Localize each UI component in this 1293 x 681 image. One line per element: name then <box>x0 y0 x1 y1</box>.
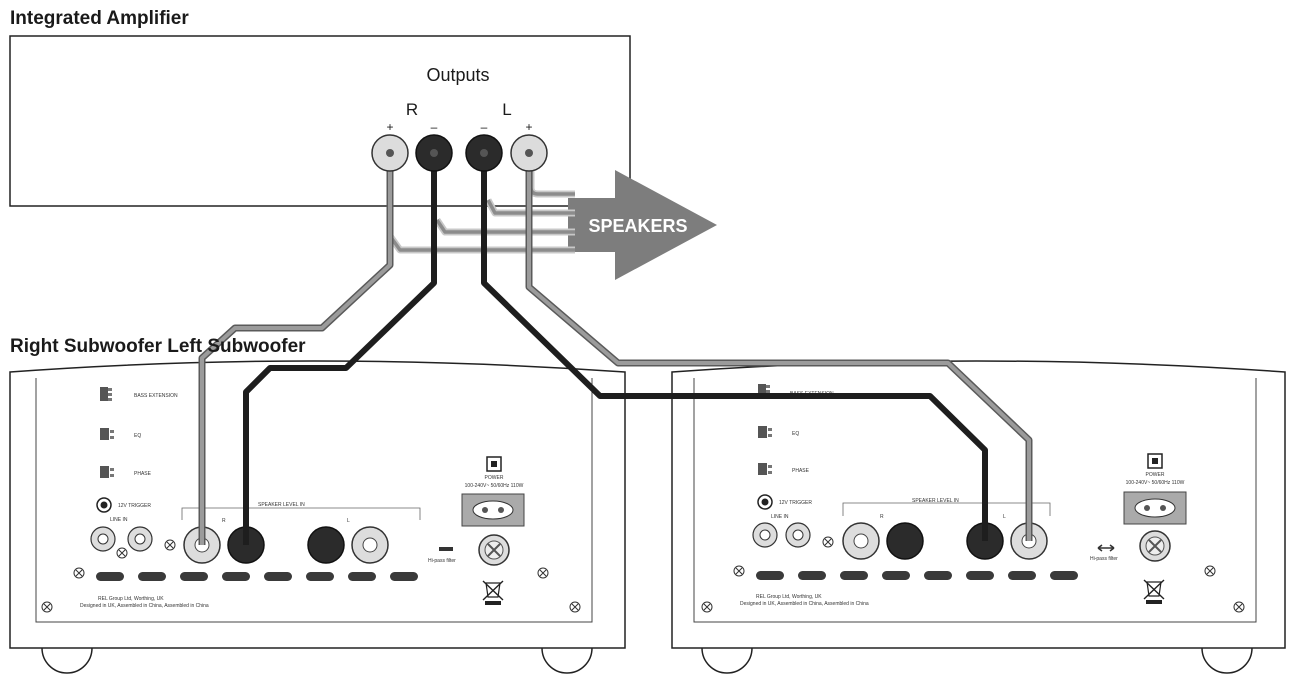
amp-plus-l-sign: + <box>525 120 532 134</box>
amp-minus-l-sign: – <box>481 120 488 134</box>
right-sub-minus-l-terminal <box>307 526 345 564</box>
outputs-label: Outputs <box>426 65 489 85</box>
designed-label: Designed in UK, Assembled in China, Asse… <box>740 601 869 607</box>
terminal-l-label: L <box>1003 514 1006 520</box>
left-sub-panel: BASS EXTENSION EQ PHASE 12V TRIGGER LINE… <box>701 384 1245 613</box>
phase-label: PHASE <box>792 468 810 474</box>
terminal-r-label: R <box>222 518 226 524</box>
bass-extension-switch <box>100 387 108 401</box>
vent-slots <box>756 571 1078 580</box>
amp-plus-r-sign: + <box>386 120 393 134</box>
speakers-label: SPEAKERS <box>588 216 687 236</box>
wire-l-minus-to-left-sub <box>481 155 988 541</box>
maker-label: REL Group Ltd, Worthing, UK <box>98 596 164 602</box>
weee-bin-icon <box>1143 579 1165 604</box>
phase-label: PHASE <box>134 471 152 477</box>
eq-switch <box>758 426 767 438</box>
phase-switch <box>758 463 767 475</box>
bass-extension-label: BASS EXTENSION <box>134 393 178 399</box>
trigger-label: 12V TRIGGER <box>118 503 151 509</box>
line-in-label: LINE IN <box>110 517 128 523</box>
vent-slots <box>96 572 418 581</box>
speaker-level-in-label: SPEAKER LEVEL IN <box>258 502 305 508</box>
terminal-l-label: L <box>347 518 350 524</box>
eq-switch <box>100 428 109 440</box>
right-sub-panel: BASS EXTENSION EQ PHASE 12V TRIGGER LINE… <box>41 387 581 613</box>
speaker-level-in-label: SPEAKER LEVEL IN <box>912 498 959 504</box>
hi-pass-label: Hi-pass filter <box>428 558 456 564</box>
power-inlet <box>1123 491 1187 525</box>
right-subwoofer <box>9 360 626 674</box>
amplifier-box <box>9 35 631 207</box>
bass-extension-switch <box>758 384 766 398</box>
power-spec-label: 100-240V~ 50/60Hz 110W <box>1126 480 1185 486</box>
line-in-label: LINE IN <box>771 514 789 520</box>
hi-pass-icon <box>1097 544 1115 552</box>
left-sub-minus-r-terminal <box>886 522 924 560</box>
weee-bin-icon <box>482 580 504 605</box>
eq-label: EQ <box>134 433 141 439</box>
channel-left-label: L <box>502 100 511 119</box>
channel-right-label: R <box>406 100 418 119</box>
phase-switch <box>100 466 109 478</box>
amplifier-title: Integrated Amplifier <box>10 8 189 29</box>
amp-terminals <box>371 134 548 172</box>
wire-r-minus-to-right-sub <box>243 155 437 545</box>
maker-label: REL Group Ltd, Worthing, UK <box>756 594 822 600</box>
left-subwoofer <box>671 360 1286 674</box>
speakers-arrow <box>568 170 717 280</box>
subwoofers-title: Right Subwoofer Left Subwoofer <box>10 336 306 357</box>
designed-label: Designed in UK, Assembled in China, Asse… <box>80 603 209 609</box>
hi-pass-label: Hi-pass filter <box>1090 556 1118 562</box>
wire-r-minus-to-speakers <box>434 218 575 236</box>
terminal-r-label: R <box>880 514 884 520</box>
trigger-label: 12V TRIGGER <box>779 500 812 506</box>
amp-minus-r-sign: – <box>431 120 438 134</box>
sub-wires <box>198 155 1033 545</box>
eq-label: EQ <box>792 431 799 437</box>
power-label: POWER <box>1146 472 1165 478</box>
power-spec-label: 100-240V~ 50/60Hz 110W <box>465 483 524 489</box>
power-label: POWER <box>485 475 504 481</box>
hi-pass-icon <box>439 547 453 551</box>
